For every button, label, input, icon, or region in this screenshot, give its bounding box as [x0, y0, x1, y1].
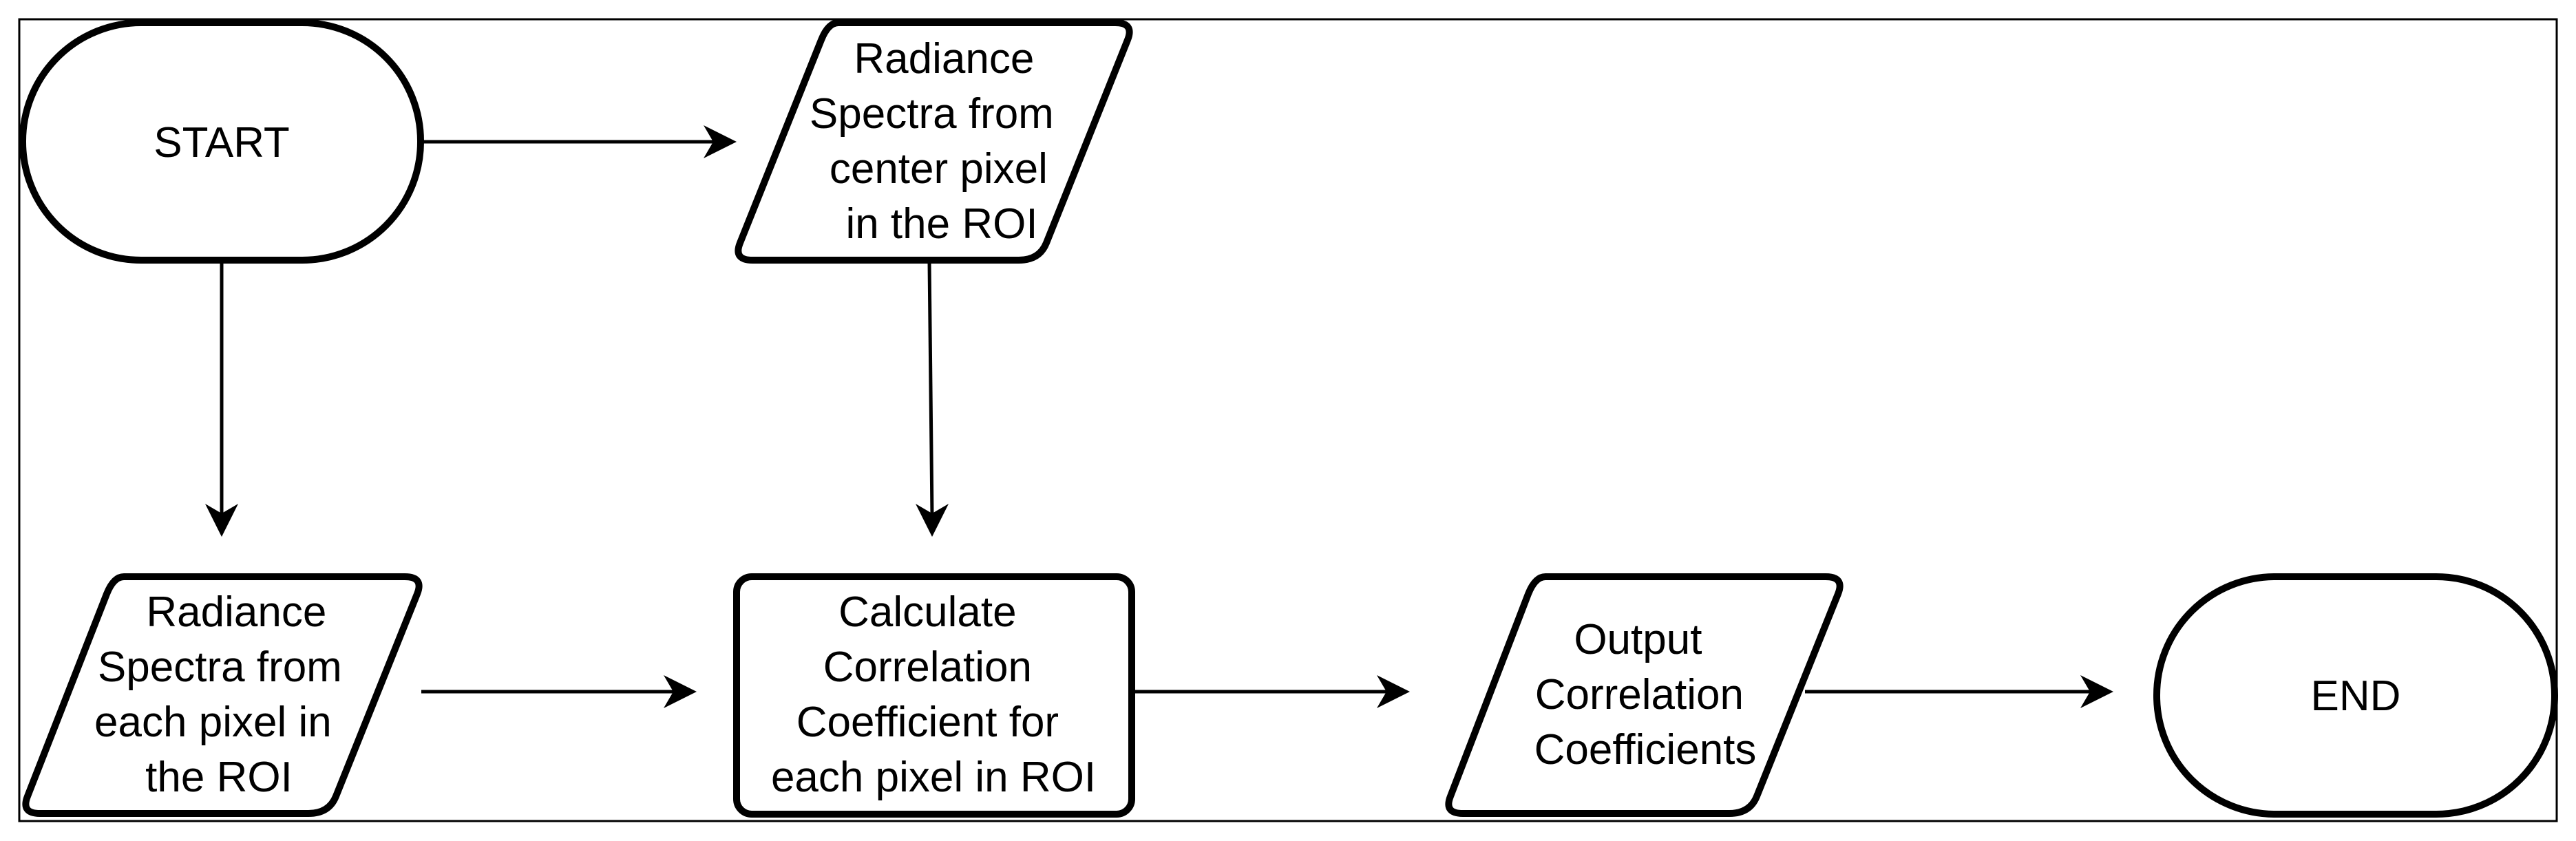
edge-calculate-to-output: [1132, 675, 1410, 708]
arrowhead: [704, 125, 737, 158]
calculate-node[interactable]: Calculate Correlation Coefficient for ea…: [733, 573, 1135, 818]
center-spectra-label: Radiance Spectra from center pixel in th…: [810, 35, 1066, 248]
center-spectra-data-shape: [735, 19, 1133, 264]
edge-start-to-each-spectra: [205, 260, 238, 537]
connectors: [205, 125, 2113, 708]
end-terminator-shape: [2153, 573, 2558, 818]
calculate-label: Calculate Correlation Coefficient for ea…: [771, 588, 1096, 801]
each-spectra-label: Radiance Spectra from each pixel in the …: [94, 588, 354, 801]
arrowhead: [2080, 675, 2113, 708]
center-spectra-node[interactable]: Radiance Spectra from center pixel in th…: [735, 19, 1133, 264]
arrowhead: [1377, 675, 1410, 708]
edge-center-spectra-to-calculate: [916, 261, 949, 537]
arrowhead: [916, 504, 949, 537]
end-label: END: [2311, 672, 2401, 720]
arrowhead: [205, 504, 238, 537]
output-data-shape: [1445, 573, 1844, 817]
start-label: START: [154, 119, 290, 167]
end-node[interactable]: END: [2153, 573, 2558, 818]
each-spectra-node[interactable]: Radiance Spectra from each pixel in the …: [22, 573, 423, 817]
edge-each-spectra-to-calculate: [421, 675, 697, 708]
edge-start-to-center-spectra: [421, 125, 737, 158]
arrowhead: [664, 675, 697, 708]
each-spectra-data-shape: [22, 573, 423, 817]
diagram-frame: [18, 18, 2558, 822]
edge-output-to-end: [1805, 675, 2113, 708]
output-node[interactable]: Output Correlation Coefficients: [1445, 573, 1844, 817]
start-node[interactable]: START: [19, 19, 424, 264]
start-terminator-shape: [19, 19, 424, 264]
calculate-process-shape: [733, 573, 1135, 818]
output-label: Output Correlation Coefficients: [1534, 616, 1757, 774]
